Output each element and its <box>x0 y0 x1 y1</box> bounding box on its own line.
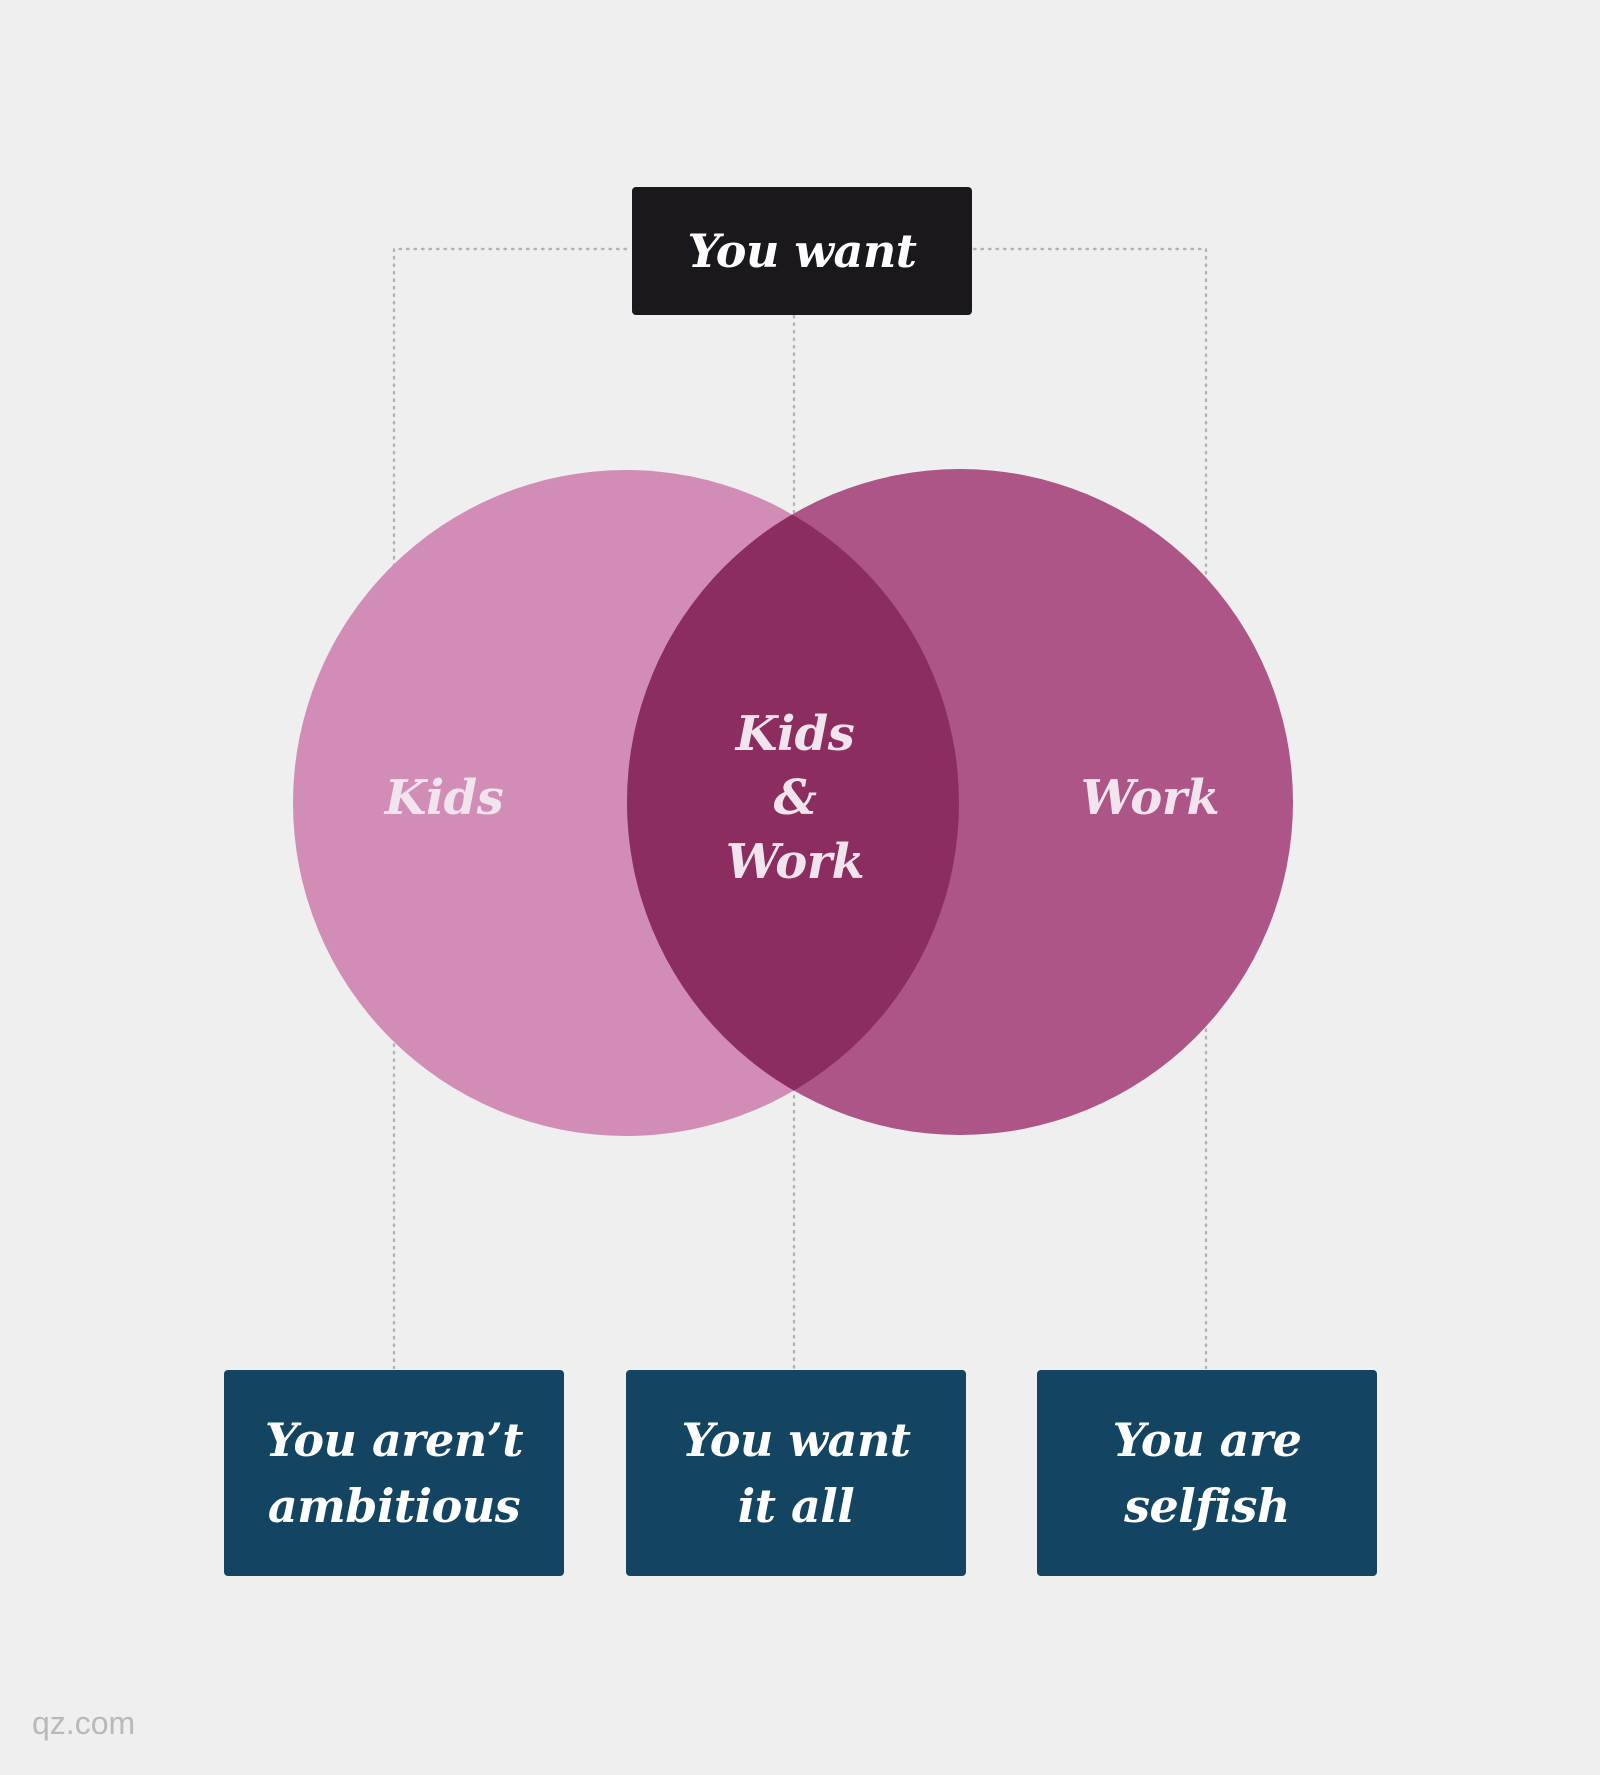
kids-label-text: Kids <box>384 770 504 826</box>
outcome-left-line-2: ambitious <box>267 1479 521 1533</box>
outcome-left-line-1: You aren’t <box>265 1413 524 1467</box>
you-want-label: You want <box>687 224 917 278</box>
connector-right <box>972 247 1208 1370</box>
source-credit: qz.com <box>32 1705 136 1741</box>
outcome-center-line-1: You want <box>681 1413 911 1467</box>
overlap-line-2: & <box>773 770 817 826</box>
kids-and-work-label: Kids & Work <box>715 702 875 894</box>
outcome-center-line-2: it all <box>737 1479 855 1533</box>
overlap-line-3: Work <box>725 834 865 890</box>
kids-label: Kids <box>364 766 524 830</box>
overlap-region <box>627 470 959 1135</box>
work-label: Work <box>1070 766 1230 830</box>
outcome-right-line-1: You are <box>1112 1413 1302 1467</box>
connector-left <box>392 247 628 1370</box>
overlap-line-1: Kids <box>735 706 855 762</box>
outcome-box-want-it-all: You want it all <box>626 1370 966 1576</box>
outcome-box-selfish: You are selfish <box>1037 1370 1377 1576</box>
work-label-text: Work <box>1080 770 1220 826</box>
outcome-box-not-ambitious: You aren’t ambitious <box>224 1370 564 1576</box>
outcome-right-line-2: selfish <box>1124 1479 1290 1533</box>
you-want-box: You want <box>632 187 972 315</box>
